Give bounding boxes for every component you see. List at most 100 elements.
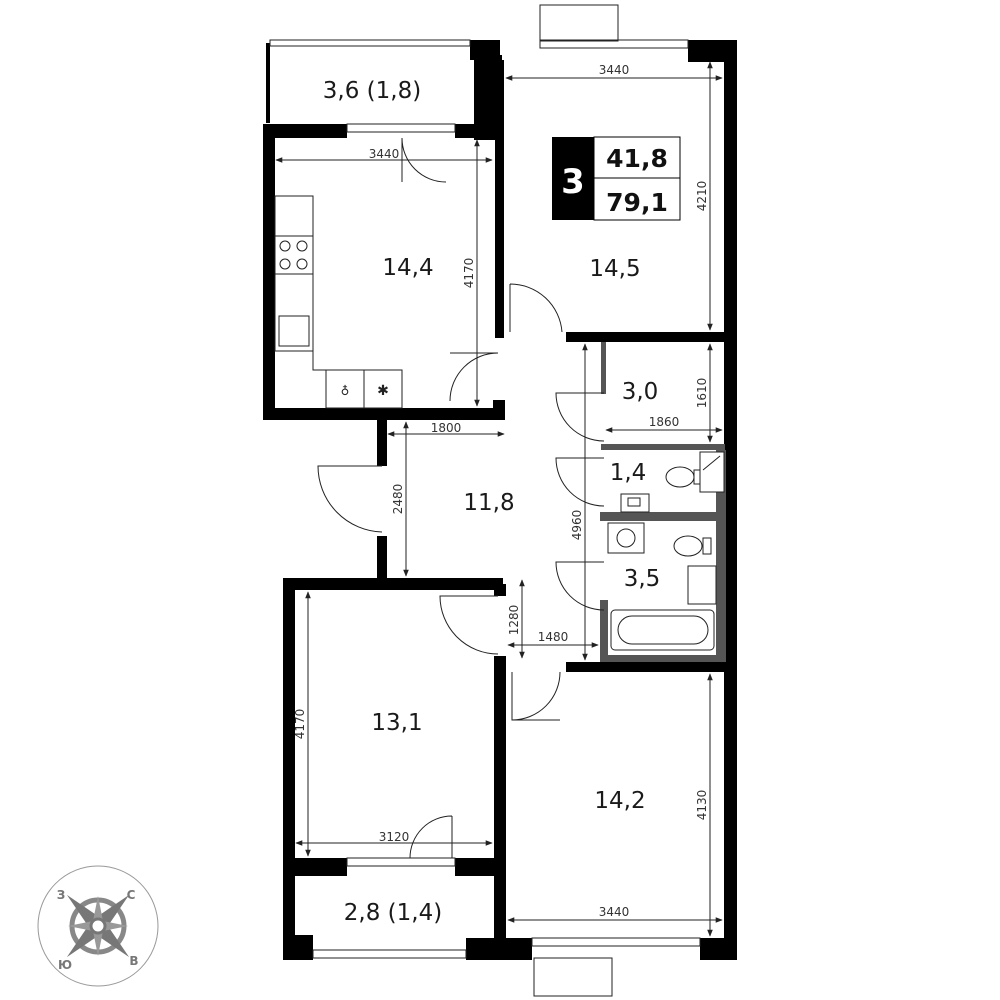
stove [274, 235, 314, 275]
area-balcony-bottom: 2,8 (1,4) [344, 900, 442, 926]
snowflake-icon: ✱ [377, 383, 389, 399]
wc-shaft [699, 451, 725, 493]
freezer [363, 369, 403, 409]
kitchen-sink [278, 315, 310, 347]
window-top-bay [539, 4, 619, 42]
windows [269, 4, 701, 997]
wall-hall-left-bottom [377, 536, 387, 582]
window-bottom-bay [533, 957, 613, 997]
area-bedroom-left: 13,1 [371, 710, 422, 736]
wall-kitchen-stub [493, 400, 505, 420]
dim-corridor-width: 1480 [538, 630, 569, 644]
toilet-tank [702, 537, 712, 555]
area-bedroom-top: 14,5 [589, 256, 640, 282]
dim-top-bedroom-height: 4210 [695, 181, 709, 212]
area-kitchen: 14,4 [382, 255, 433, 281]
area-storage: 3,0 [622, 379, 659, 405]
area-hall: 11,8 [463, 490, 514, 516]
window-balcony-bottom [312, 949, 467, 959]
area-balcony-top: 3,6 (1,8) [323, 78, 421, 104]
room-areas: 3,6 (1,8) 14,4 14,5 3,0 1,4 11,8 3,5 13,… [323, 78, 661, 926]
dim-storage-width: 1860 [649, 415, 680, 429]
compass-south: Ю [58, 958, 72, 972]
wall-bottom-right [700, 938, 737, 960]
window-bottom-bedroom [531, 937, 701, 947]
wall-balcony-top-left [266, 43, 270, 123]
wall-wc-bottom [600, 512, 724, 521]
dim-hall-width: 1800 [431, 421, 462, 435]
compass-center [89, 917, 107, 935]
dim-right-bedroom-width: 3440 [599, 905, 630, 919]
dimension-lines [275, 61, 723, 937]
compass-east: В [129, 954, 138, 968]
wall-hall-left-top [377, 420, 387, 466]
wall-kitchen-top-stub [455, 124, 475, 138]
wall-balcony-bottom-left [283, 858, 347, 876]
fridge [325, 369, 365, 409]
window-balcony-top [269, 39, 471, 47]
dimension-labels: 3440 4210 3440 4170 1610 1860 1800 2480 … [293, 63, 709, 919]
wall-divider-stub [494, 584, 506, 596]
burner-icon [279, 240, 291, 252]
door-entrance [317, 465, 383, 533]
wall-kitchen-left [263, 124, 275, 420]
toilet-icon [673, 535, 703, 557]
summary-badge: 3 41,8 79,1 [552, 136, 681, 221]
compass-rose: З С Ю В [37, 865, 159, 987]
dim-hall-height: 2480 [391, 484, 405, 515]
shaft-diagonal [702, 455, 721, 471]
wall-bedroom-right-top [566, 662, 736, 672]
door-bath [555, 561, 605, 611]
window-kitchen [346, 123, 456, 133]
dim-corridor-length: 4960 [570, 510, 584, 541]
door-bedroom-left [439, 595, 499, 655]
wall-bottom-left [283, 935, 313, 960]
walls [263, 40, 737, 960]
area-bedroom-right: 14,2 [594, 788, 645, 814]
door-kitchen [449, 352, 499, 402]
living-area: 41,8 [606, 144, 668, 173]
wall-kitchen-bedroom [495, 60, 504, 338]
dim-kitchen-width: 3440 [369, 147, 400, 161]
area-bathroom: 3,5 [624, 566, 661, 592]
window-top-bedroom [539, 39, 689, 49]
water-icon: ♁ [341, 384, 350, 398]
wall-bedroom-left-top [283, 578, 503, 590]
window-bedroom-left [346, 857, 456, 867]
toilet-tank [693, 469, 701, 485]
wall-bath-left [600, 600, 608, 664]
toilet-icon [665, 466, 695, 488]
rooms-count-box [552, 137, 594, 220]
door-storage [555, 392, 605, 442]
wall-right-lower [724, 662, 737, 960]
door-wc [555, 457, 605, 507]
wall-bath-bottom [600, 655, 724, 664]
dim-storage-height: 1610 [695, 378, 709, 409]
door-bedroom-top [509, 283, 563, 333]
burner-icon [296, 240, 308, 252]
wall-bedroom-left-left [283, 578, 295, 960]
compass-north: С [127, 888, 136, 902]
burner-icon [296, 258, 308, 270]
door-bedroom-right [511, 671, 561, 721]
total-area: 79,1 [606, 188, 668, 217]
compass-west: З [57, 888, 66, 902]
dim-kitchen-height: 4170 [462, 258, 476, 289]
area-wc: 1,4 [610, 460, 647, 486]
wall-bottom-mid [466, 938, 532, 960]
wall-kitchen-top-left [263, 124, 347, 138]
doors [317, 137, 605, 859]
dim-left-bedroom-height: 4170 [293, 709, 307, 740]
washer-drum-icon [616, 528, 636, 548]
bathtub-inner [617, 615, 709, 645]
kitchen-fixtures: ♁ ✱ [274, 195, 403, 409]
door-bedroom-balcony [409, 815, 453, 859]
counter-corner [275, 350, 326, 371]
wall-kitchen-bottom [263, 408, 493, 420]
wall-balcony-bottom-right [455, 858, 497, 876]
dim-corridor-small: 1280 [507, 605, 521, 636]
wall-storage-left [601, 342, 606, 394]
dim-right-bedroom-height: 4130 [695, 790, 709, 821]
wall-wc-top [601, 444, 725, 450]
